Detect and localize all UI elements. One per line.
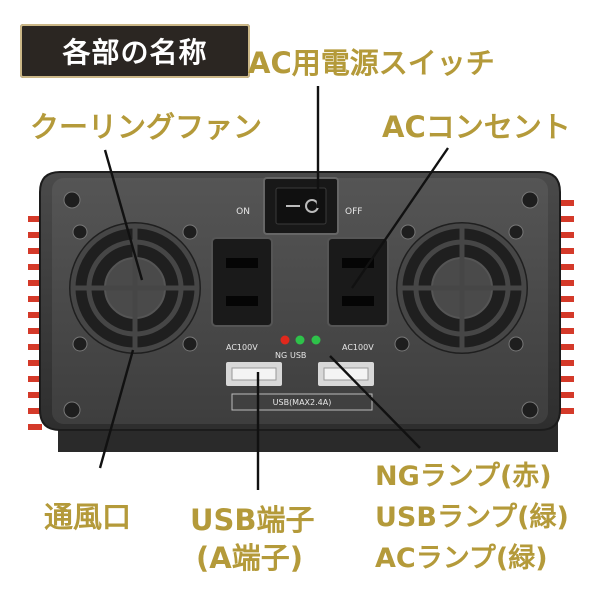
ng-led-label: NG — [275, 351, 287, 360]
usb-led — [295, 335, 305, 345]
label-ac-outlet: ACコンセント — [382, 110, 571, 144]
label-cooling-fan: クーリングファン — [30, 110, 263, 144]
screws — [63, 191, 539, 419]
leader-outlet — [351, 147, 449, 289]
label-usb-lamp: USBランプ(緑) — [375, 502, 569, 533]
ac-led — [311, 335, 321, 345]
label-ng-lamp: NGランプ(赤) — [375, 461, 552, 492]
label-usb-type: (A端子) — [196, 541, 303, 575]
usb-port-left[interactable] — [226, 362, 282, 386]
cooling-fan-right — [396, 222, 528, 354]
label-vent: 通風口 — [44, 500, 132, 534]
switch-on-label: ON — [236, 207, 250, 217]
ac100v-left-label: AC100V — [226, 343, 258, 352]
leader-lines — [98, 86, 449, 490]
leader-fan — [103, 149, 144, 281]
cooling-fan-left — [69, 222, 201, 354]
title-badge: 各部の名称 — [20, 24, 250, 78]
ac100v-right-label: AC100V — [342, 343, 374, 352]
ac-outlet-left[interactable] — [211, 237, 273, 327]
leader-lamps — [329, 355, 421, 449]
label-ac-switch: AC用電源スイッチ — [248, 46, 495, 80]
switch-off-label: OFF — [345, 207, 362, 217]
usb-max-label: USB(MAX2.4A) — [273, 398, 332, 407]
usb-port-frame — [231, 393, 373, 411]
heat-fins-left — [28, 216, 42, 430]
leader-vent — [98, 349, 135, 469]
ng-led — [280, 335, 290, 345]
ac-outlet-right[interactable] — [327, 237, 389, 327]
usb-led-label: USB — [290, 351, 306, 360]
ac-power-switch[interactable] — [263, 177, 339, 235]
heat-fins-right — [560, 200, 574, 414]
label-ac-lamp: ACランプ(緑) — [375, 543, 548, 574]
label-usb-port: USB端子 — [190, 503, 315, 537]
page-title: 各部の名称 — [62, 36, 208, 69]
